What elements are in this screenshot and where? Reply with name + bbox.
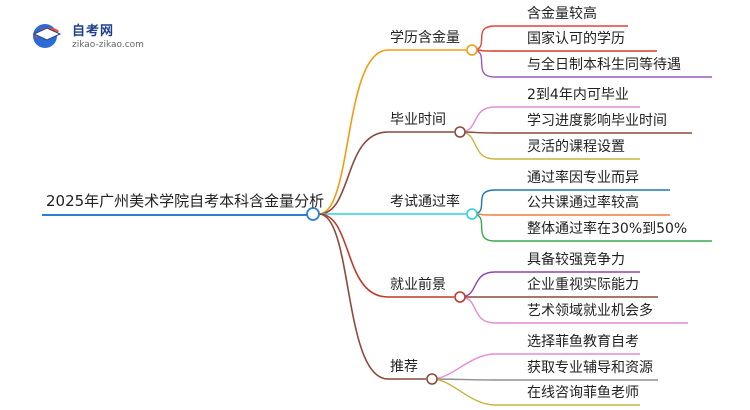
leaf-topic: 选择菲鱼教育自考	[527, 334, 639, 350]
leaf-topic: 艺术领域就业机会多	[527, 303, 653, 319]
leaf-topic: 具备较强竞争力	[527, 252, 625, 268]
branch-edge	[318, 49, 389, 215]
logo-title: 自考网	[72, 24, 115, 39]
branch-topic: 推荐	[390, 359, 418, 375]
leaf-edge	[431, 378, 496, 381]
root-node-dot	[306, 207, 320, 221]
leaf-edge	[431, 353, 496, 380]
leaf-topic: 整体通过率在30%到50%	[527, 221, 688, 237]
leaf-topic: 学习进度影响毕业时间	[527, 113, 667, 129]
branch-node-dot	[466, 44, 478, 56]
leaf-topic: 2到4年内可毕业	[527, 87, 629, 103]
logo-subtitle: zikao-zikao.com	[72, 40, 144, 50]
leaf-edge	[459, 271, 496, 298]
branch-node-dot	[466, 208, 478, 220]
leaf-edge	[459, 131, 496, 160]
branch-edge	[318, 131, 389, 215]
leaf-edge	[459, 296, 496, 324]
branch-edge	[318, 213, 389, 298]
branch-node-dot	[426, 373, 438, 385]
branch-topic: 考试通过率	[390, 194, 460, 210]
root-topic: 2025年广州美术学院自考本科含金量分析	[46, 192, 325, 210]
leaf-topic: 含金量较高	[527, 6, 597, 22]
leaf-topic: 企业重视实际能力	[527, 277, 639, 293]
mindmap-nodes	[306, 44, 478, 385]
leaf-topic: 灵活的课程设置	[527, 139, 625, 155]
leaf-edge	[431, 378, 496, 406]
branch-node-dot	[454, 291, 466, 303]
leaf-topic: 在线咨询菲鱼老师	[527, 385, 639, 401]
leaf-topic: 公共课通过率较高	[527, 195, 639, 211]
branch-topic: 学历含金量	[390, 30, 460, 46]
leaf-topic: 国家认可的学历	[527, 31, 625, 47]
graduation-cap-icon	[32, 24, 62, 48]
branch-topic: 毕业时间	[390, 112, 446, 128]
leaf-topic: 与全日制本科生同等待遇	[527, 57, 681, 73]
branch-edge	[318, 213, 389, 380]
leaf-edge	[459, 106, 496, 133]
branch-topic: 就业前景	[390, 277, 446, 293]
branch-node-dot	[454, 126, 466, 138]
leaf-topic: 获取专业辅导和资源	[527, 360, 653, 376]
leaf-topic: 通过率因专业而异	[527, 170, 639, 186]
site-logo[interactable]: 自考网 zikao-zikao.com	[30, 18, 170, 54]
